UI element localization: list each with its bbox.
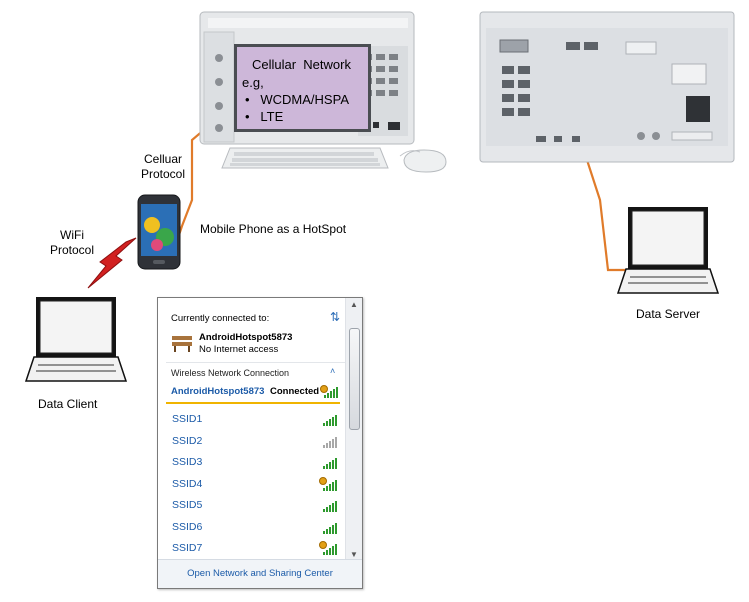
bench-icon [172, 336, 192, 352]
security-shield-icon [319, 541, 327, 549]
ssid-row[interactable]: SSID2 [158, 433, 346, 451]
ssid-name: SSID5 [172, 499, 203, 511]
screen-subtitle: e.g, [242, 75, 264, 90]
keyboard-icon [221, 147, 389, 169]
signal-bars-icon [321, 522, 339, 534]
signal-bars-icon [322, 386, 340, 398]
laptop-icon [616, 207, 720, 294]
collapse-chevron-icon[interactable]: ˄ [330, 366, 336, 376]
mouse-icon [399, 149, 447, 173]
current-network-name: AndroidHotspot5873 [199, 332, 293, 343]
wifi-protocol-label: WiFi Protocol [49, 228, 95, 257]
ssid-row[interactable]: SSID7 [158, 540, 346, 558]
connected-status-label: Connected [270, 386, 320, 397]
security-shield-icon [319, 476, 327, 485]
ssid-name: SSID4 [172, 477, 203, 490]
flyout-scrollbar[interactable]: ▲ ▼ [345, 298, 362, 561]
security-shield-icon [320, 385, 328, 393]
ssid-name: SSID7 [172, 542, 203, 554]
scroll-up-arrow-icon[interactable]: ▲ [350, 300, 358, 309]
ssid-row[interactable]: SSID3 [158, 454, 346, 472]
screen-item-1: • WCDMA/HSPA [245, 92, 349, 107]
wifi-network-flyout: Currently connected to: ⇅ AndroidHotspot… [157, 297, 363, 589]
connected-network-row[interactable]: AndroidHotspot5873 Connected [164, 384, 342, 402]
open-network-center-link[interactable]: Open Network and Sharing Center [158, 559, 362, 588]
scroll-down-arrow-icon[interactable]: ▼ [350, 550, 358, 559]
ssid-row[interactable]: SSID5 [158, 497, 346, 515]
ssid-row[interactable]: SSID1 [158, 411, 346, 429]
phone-icon [137, 194, 181, 270]
connected-network-name: AndroidHotspot5873 [171, 386, 265, 397]
ssid-row[interactable]: SSID4 [158, 476, 346, 494]
hotspot-label: Mobile Phone as a HotSpot [200, 222, 347, 236]
currently-connected-label: Currently connected to: [171, 313, 270, 324]
refresh-icon[interactable]: ⇅ [330, 310, 341, 324]
ssid-name: SSID3 [172, 456, 203, 468]
ssid-row[interactable]: SSID6 [158, 519, 346, 537]
current-network-status: No Internet access [199, 344, 279, 355]
lightning-icon [87, 237, 137, 289]
data-client-label: Data Client [38, 397, 98, 411]
ssid-name: SSID6 [172, 520, 203, 533]
cellular-protocol-label: Celluar Protocol [140, 152, 186, 181]
scroll-thumb[interactable] [349, 328, 360, 430]
screen-item-2: • LTE [245, 109, 284, 124]
section-wireless-connection: Wireless Network Connection [171, 368, 290, 378]
screen-title: Cellular Network [252, 57, 351, 72]
instrument-rear-icon [479, 11, 735, 163]
signal-bars-icon [321, 436, 339, 448]
ssid-name: SSID2 [172, 434, 203, 447]
ssid-name: SSID1 [172, 413, 203, 425]
signal-bars-icon [321, 479, 339, 491]
signal-bars-icon [321, 500, 339, 512]
laptop-icon [24, 297, 128, 382]
analyzer-screen: Cellular Network e.g, • WCDMA/HSPA • LTE [234, 44, 371, 132]
data-server-label: Data Server [636, 307, 701, 321]
section-divider [166, 362, 346, 363]
connected-underline [166, 402, 340, 404]
signal-bars-icon [321, 457, 339, 469]
signal-bars-icon [321, 414, 339, 426]
signal-bars-icon [321, 543, 339, 555]
